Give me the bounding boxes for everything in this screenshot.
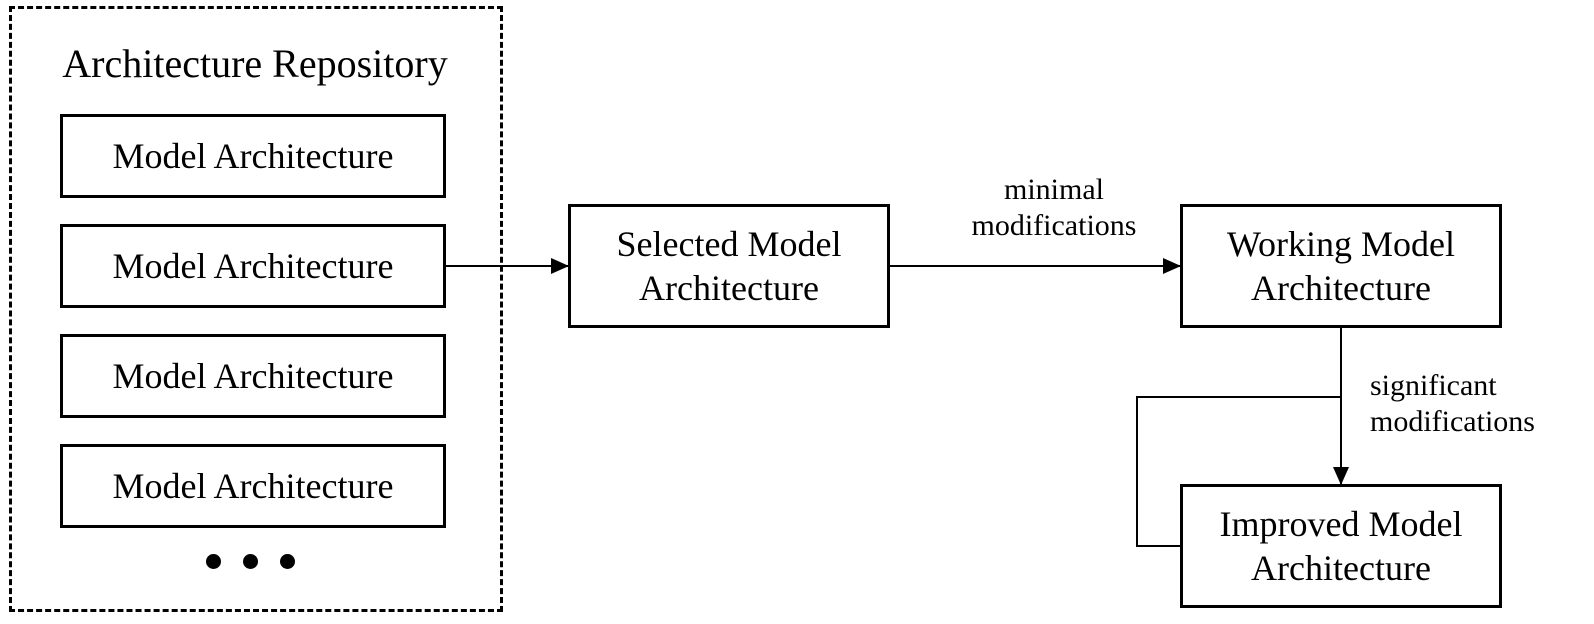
repository-item-4: Model Architecture: [60, 444, 446, 528]
ellipsis-dot: [279, 554, 295, 569]
selected-model-architecture-box: Selected Model Architecture: [568, 204, 890, 328]
repository-item-3: Model Architecture: [60, 334, 446, 418]
ellipsis-dot: [242, 554, 258, 569]
improved-model-architecture-box: Improved Model Architecture: [1180, 484, 1502, 608]
significant-modifications-label: significant modifications: [1370, 369, 1535, 438]
ellipsis-dot: [205, 554, 221, 569]
more-items-ellipsis: [0, 554, 500, 584]
working-model-architecture-box: Working Model Architecture: [1180, 204, 1502, 328]
improved-feedback-loop-line: [1136, 396, 1341, 547]
repository-title: Architecture Repository: [62, 41, 448, 86]
repository-item-2: Model Architecture: [60, 224, 446, 308]
repository-item-1: Model Architecture: [60, 114, 446, 198]
architecture-repository-container: [9, 6, 503, 612]
minimal-modifications-label: minimal modifications: [971, 173, 1137, 242]
